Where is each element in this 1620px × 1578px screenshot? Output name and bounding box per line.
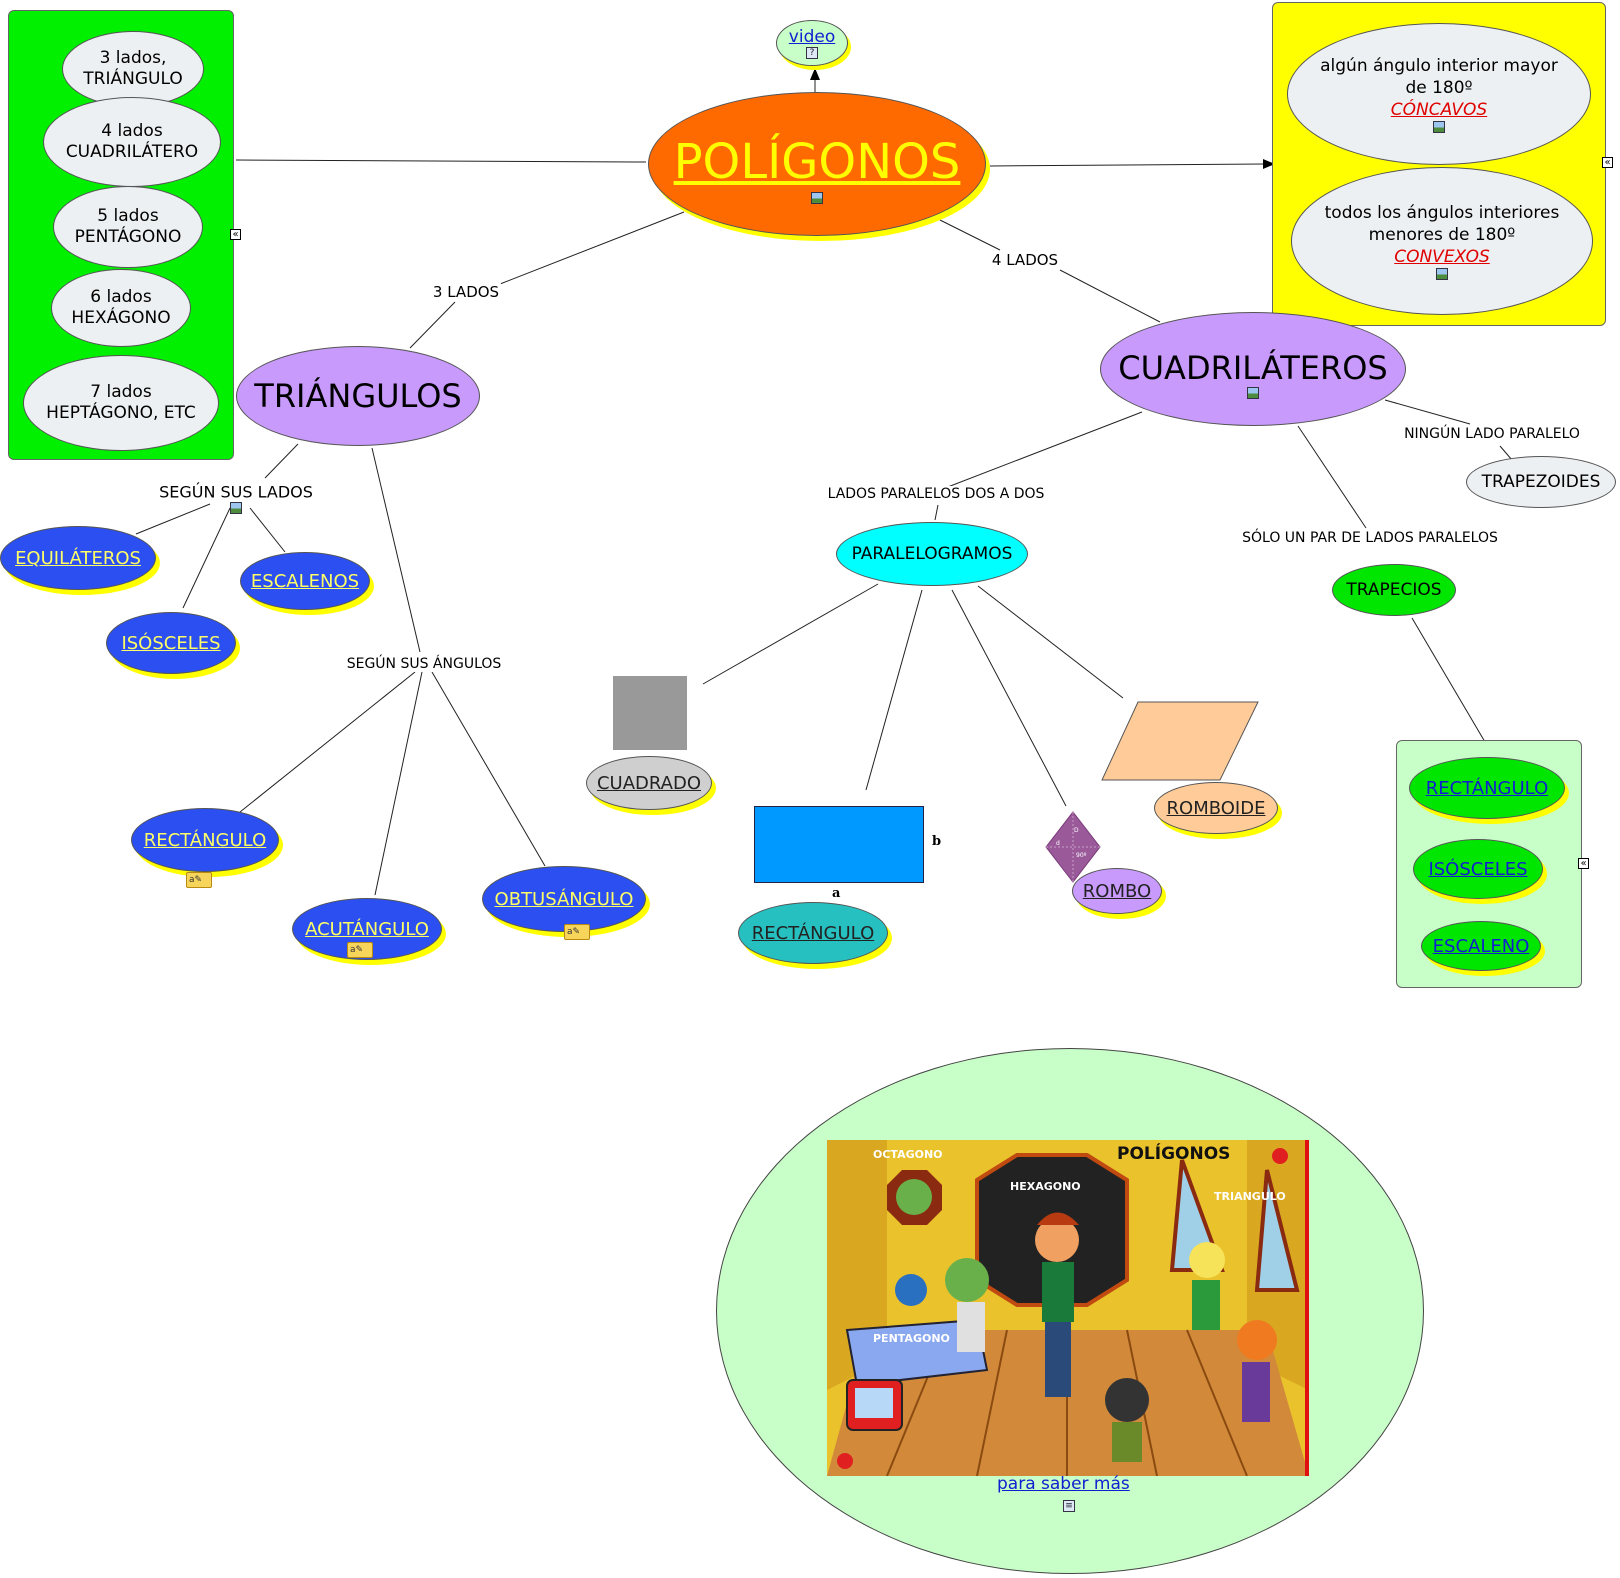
node-label[interactable]: RECTÁNGULO: [143, 829, 267, 851]
polygons-scene-image[interactable]: OCTAGONO HEXAGONO TRIANGULO PENTAGONO PO…: [827, 1140, 1309, 1476]
scene-title: POLÍGONOS: [1117, 1144, 1231, 1164]
rombo-mark: 90º: [1076, 852, 1087, 859]
node-label[interactable]: OBTUSÁNGULO: [494, 888, 634, 910]
node-label[interactable]: ROMBO: [1082, 880, 1152, 902]
convex-label[interactable]: CONVEXOS: [1394, 247, 1490, 267]
node-label: PARALELOGRAMOS: [851, 544, 1013, 564]
triangle-scalene-node[interactable]: ESCALENOS: [240, 552, 370, 610]
triangle-obtuse-node[interactable]: OBTUSÁNGULO: [482, 866, 646, 932]
node-label[interactable]: CUADRADO: [596, 772, 702, 794]
node-label[interactable]: ESCALENO: [1432, 935, 1530, 957]
root-node-poligonos[interactable]: POLÍGONOS: [648, 92, 986, 236]
rombo-mark: d: [1056, 840, 1060, 847]
image-attachment-icon[interactable]: [1436, 268, 1448, 280]
rectangle-shape: [754, 806, 924, 883]
sides-item[interactable]: 5 lados PENTÁGONO: [53, 186, 203, 268]
note-icon[interactable]: a✎: [564, 924, 590, 940]
square-shape: [613, 676, 687, 750]
concave-text: algún ángulo interior mayor de 180º: [1320, 56, 1558, 98]
node-label[interactable]: ISÓSCELES: [121, 632, 221, 654]
image-attachment-icon[interactable]: [230, 502, 242, 514]
node-label[interactable]: ROMBOIDE: [1166, 797, 1266, 819]
node-label[interactable]: ISÓSCELES: [1428, 858, 1528, 880]
node-label: TRAPEZOIDES: [1481, 472, 1601, 492]
rhomboid-shape: [1101, 701, 1259, 781]
trapezoid-isosceles-node[interactable]: ISÓSCELES: [1413, 839, 1543, 899]
collapse-icon[interactable]: «: [1578, 858, 1589, 869]
sides-item[interactable]: 6 lados HEXÁGONO: [51, 269, 191, 347]
scene-word: HEXAGONO: [1010, 1180, 1081, 1193]
node-label: TRAPECIOS: [1346, 580, 1442, 600]
scene-word: PENTAGONO: [873, 1332, 950, 1345]
scene-word: TRIANGULO: [1214, 1190, 1286, 1203]
node-label[interactable]: EQUILÁTEROS: [15, 547, 141, 569]
convex-text: todos los ángulos interiores menores de …: [1324, 203, 1560, 245]
node-label[interactable]: ACUTÁNGULO: [305, 918, 429, 940]
edge-label-4-lados: 4 LADOS: [989, 251, 1061, 269]
quadrilaterals-node[interactable]: CUADRILÁTEROS: [1100, 312, 1406, 426]
rhombus-node[interactable]: ROMBO: [1072, 868, 1162, 914]
note-icon[interactable]: a✎: [347, 942, 373, 958]
convexity-group-box: algún ángulo interior mayor de 180º CÓNC…: [1272, 2, 1606, 326]
triangle-right-node[interactable]: RECTÁNGULO: [131, 808, 279, 872]
help-icon[interactable]: ?: [806, 47, 818, 59]
sides-item[interactable]: 7 lados HEPTÁGONO, ETC: [23, 355, 219, 451]
concave-label[interactable]: CÓNCAVOS: [1390, 100, 1488, 120]
image-attachment-icon[interactable]: [811, 192, 823, 204]
edge-label-paralelos: LADOS PARALELOS DOS A DOS: [825, 486, 1047, 502]
scene-word: OCTAGONO: [873, 1148, 943, 1161]
image-attachment-icon[interactable]: [1433, 121, 1445, 133]
collapse-icon[interactable]: «: [1602, 157, 1613, 168]
trapezoids-node[interactable]: TRAPECIOS: [1332, 564, 1456, 616]
rhombus-shape: D d 90º: [1045, 811, 1101, 883]
sides-item[interactable]: 4 lados CUADRILÁTERO: [43, 97, 221, 187]
side-b-label: b: [932, 834, 942, 849]
node-label[interactable]: RECTÁNGULO: [751, 922, 875, 944]
trapezoid-right-node[interactable]: RECTÁNGULO: [1409, 757, 1565, 819]
triangle-isosceles-node[interactable]: ISÓSCELES: [106, 612, 236, 674]
parallelograms-node[interactable]: PARALELOGRAMOS: [836, 522, 1028, 586]
triangles-title: TRIÁNGULOS: [254, 377, 462, 415]
learn-more-link[interactable]: para saber más: [997, 1474, 1130, 1494]
trapezoides-node[interactable]: TRAPEZOIDES: [1466, 456, 1616, 508]
video-link-node[interactable]: video ?: [776, 20, 848, 66]
concave-node[interactable]: algún ángulo interior mayor de 180º CÓNC…: [1287, 23, 1591, 165]
side-a-label: a: [832, 886, 841, 901]
scene-illustration: [827, 1140, 1305, 1476]
node-label[interactable]: ESCALENOS: [250, 570, 360, 592]
sides-group-box: 3 lados, TRIÁNGULO 4 lados CUADRILÁTERO …: [8, 10, 234, 460]
root-title[interactable]: POLÍGONOS: [673, 134, 961, 190]
edge-label-3-lados: 3 LADOS: [430, 283, 502, 301]
trapezoid-types-box: RECTÁNGULO ISÓSCELES ESCALENO: [1396, 740, 1582, 988]
rectangle-node[interactable]: RECTÁNGULO: [738, 902, 888, 964]
image-attachment-icon[interactable]: [1247, 387, 1259, 399]
collapse-icon[interactable]: «: [230, 229, 241, 240]
quadrilaterals-title: CUADRILÁTEROS: [1118, 349, 1388, 387]
sides-item[interactable]: 3 lados, TRIÁNGULO: [62, 31, 204, 107]
node-label[interactable]: RECTÁNGULO: [1425, 777, 1549, 799]
note-icon[interactable]: a✎: [186, 872, 212, 888]
edge-label-segun-angulos: SEGÚN SUS ÁNGULOS: [344, 656, 504, 672]
square-node[interactable]: CUADRADO: [586, 756, 712, 810]
edge-label-segun-lados: SEGÚN SUS LADOS: [157, 482, 315, 502]
convex-node[interactable]: todos los ángulos interiores menores de …: [1291, 167, 1593, 315]
edge-label-ningun-lado: NINGÚN LADO PARALELO: [1402, 426, 1582, 442]
video-link[interactable]: video: [788, 27, 836, 47]
edge-label-un-par: SÓLO UN PAR DE LADOS PARALELOS: [1240, 530, 1500, 546]
trapezoid-scalene-node[interactable]: ESCALENO: [1421, 921, 1541, 971]
triangles-node[interactable]: TRIÁNGULOS: [236, 346, 480, 446]
rombo-mark: D: [1074, 827, 1079, 834]
triangle-equilateral-node[interactable]: EQUILÁTEROS: [0, 526, 156, 590]
rhomboid-node[interactable]: ROMBOIDE: [1154, 782, 1278, 834]
document-icon[interactable]: ≡: [1063, 1500, 1075, 1512]
